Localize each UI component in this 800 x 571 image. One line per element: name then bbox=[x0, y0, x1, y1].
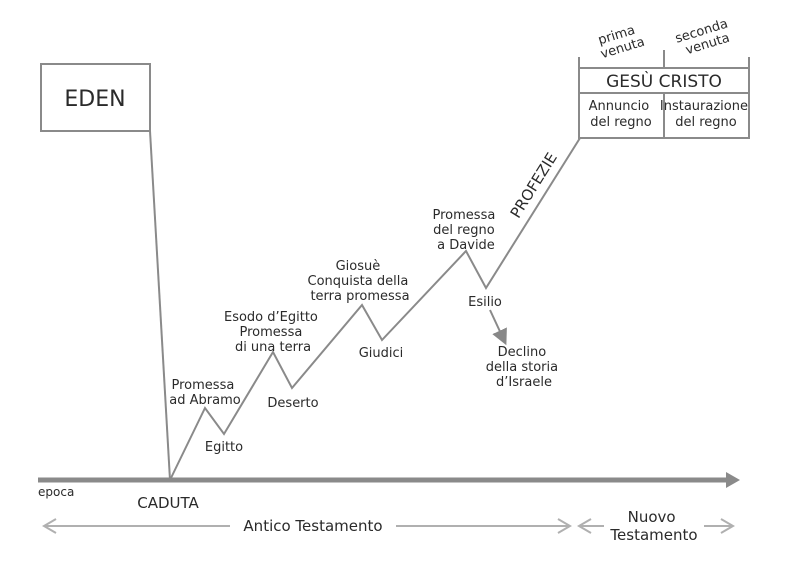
antico-arrowhead-left bbox=[42, 518, 57, 534]
antico-testamento-label: Antico Testamento bbox=[243, 517, 382, 535]
time-axis-arrowhead bbox=[726, 472, 740, 488]
caduta-label: CADUTA bbox=[137, 494, 199, 512]
annuncio-label: Annuncio del regno bbox=[589, 99, 654, 130]
nuovo-testamento-label: Nuovo Testamento bbox=[609, 508, 697, 544]
nuovo-arrowhead-left bbox=[577, 518, 592, 534]
fall-line bbox=[149, 130, 171, 481]
nuovo-arrowhead-right bbox=[720, 518, 735, 534]
eden-label: EDEN bbox=[64, 87, 125, 112]
seconda-venuta-label: seconda venuta bbox=[673, 15, 737, 60]
antico-arrowhead-right bbox=[557, 518, 572, 534]
prima-venuta-label: prima venuta bbox=[595, 21, 647, 62]
declino-arrow bbox=[489, 309, 507, 346]
eden-box bbox=[40, 63, 151, 132]
promessa-abramo-label: Promessa ad Abramo bbox=[169, 378, 240, 408]
promessa-davide-label: Promessa del regno a Davide bbox=[433, 208, 500, 253]
giosue-label: Giosuè Conquista della terra promessa bbox=[308, 259, 413, 304]
esilio-label: Esilio bbox=[468, 295, 502, 310]
egitto-label: Egitto bbox=[205, 440, 243, 455]
esodo-label: Esodo d’Egitto Promessa di una terra bbox=[224, 310, 322, 355]
epoca-label: epoca bbox=[38, 485, 74, 499]
deserto-label: Deserto bbox=[267, 396, 318, 411]
gesu-title: GESÙ CRISTO bbox=[606, 70, 722, 92]
instaurazione-label: Instaurazione del regno bbox=[660, 99, 752, 130]
declino-label: Declino della storia d’Israele bbox=[486, 345, 562, 390]
giudici-label: Giudici bbox=[359, 346, 404, 361]
history-path bbox=[169, 137, 581, 481]
